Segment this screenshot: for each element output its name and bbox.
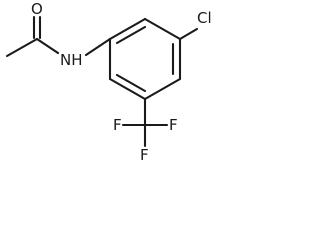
bond-nitrogen-ring — [84, 37, 112, 57]
oxygen-atom-label: O — [31, 0, 43, 18]
ring-double-bond-3 — [115, 73, 147, 93]
chemical-structure: O NH Cl F F F — [5, 0, 212, 164]
ring-bond-1 — [108, 17, 147, 41]
chlorine-atom-label: Cl — [197, 9, 212, 27]
ring-bond-4 — [143, 77, 182, 101]
nitrogen-atom-label: NH — [60, 51, 83, 69]
ring-bond-2 — [143, 17, 182, 41]
bond-ring-chlorine — [178, 27, 199, 41]
ring-bond-5 — [108, 77, 147, 101]
fluorine-atom-label-right: F — [169, 116, 178, 134]
bond-carbonyl-nitrogen — [35, 37, 60, 55]
fluorine-atom-label-bottom: F — [140, 146, 149, 164]
ring-double-bond-1 — [115, 25, 147, 45]
fluorine-atom-label-left: F — [113, 116, 122, 134]
bond-methyl-carbonyl — [5, 37, 39, 58]
